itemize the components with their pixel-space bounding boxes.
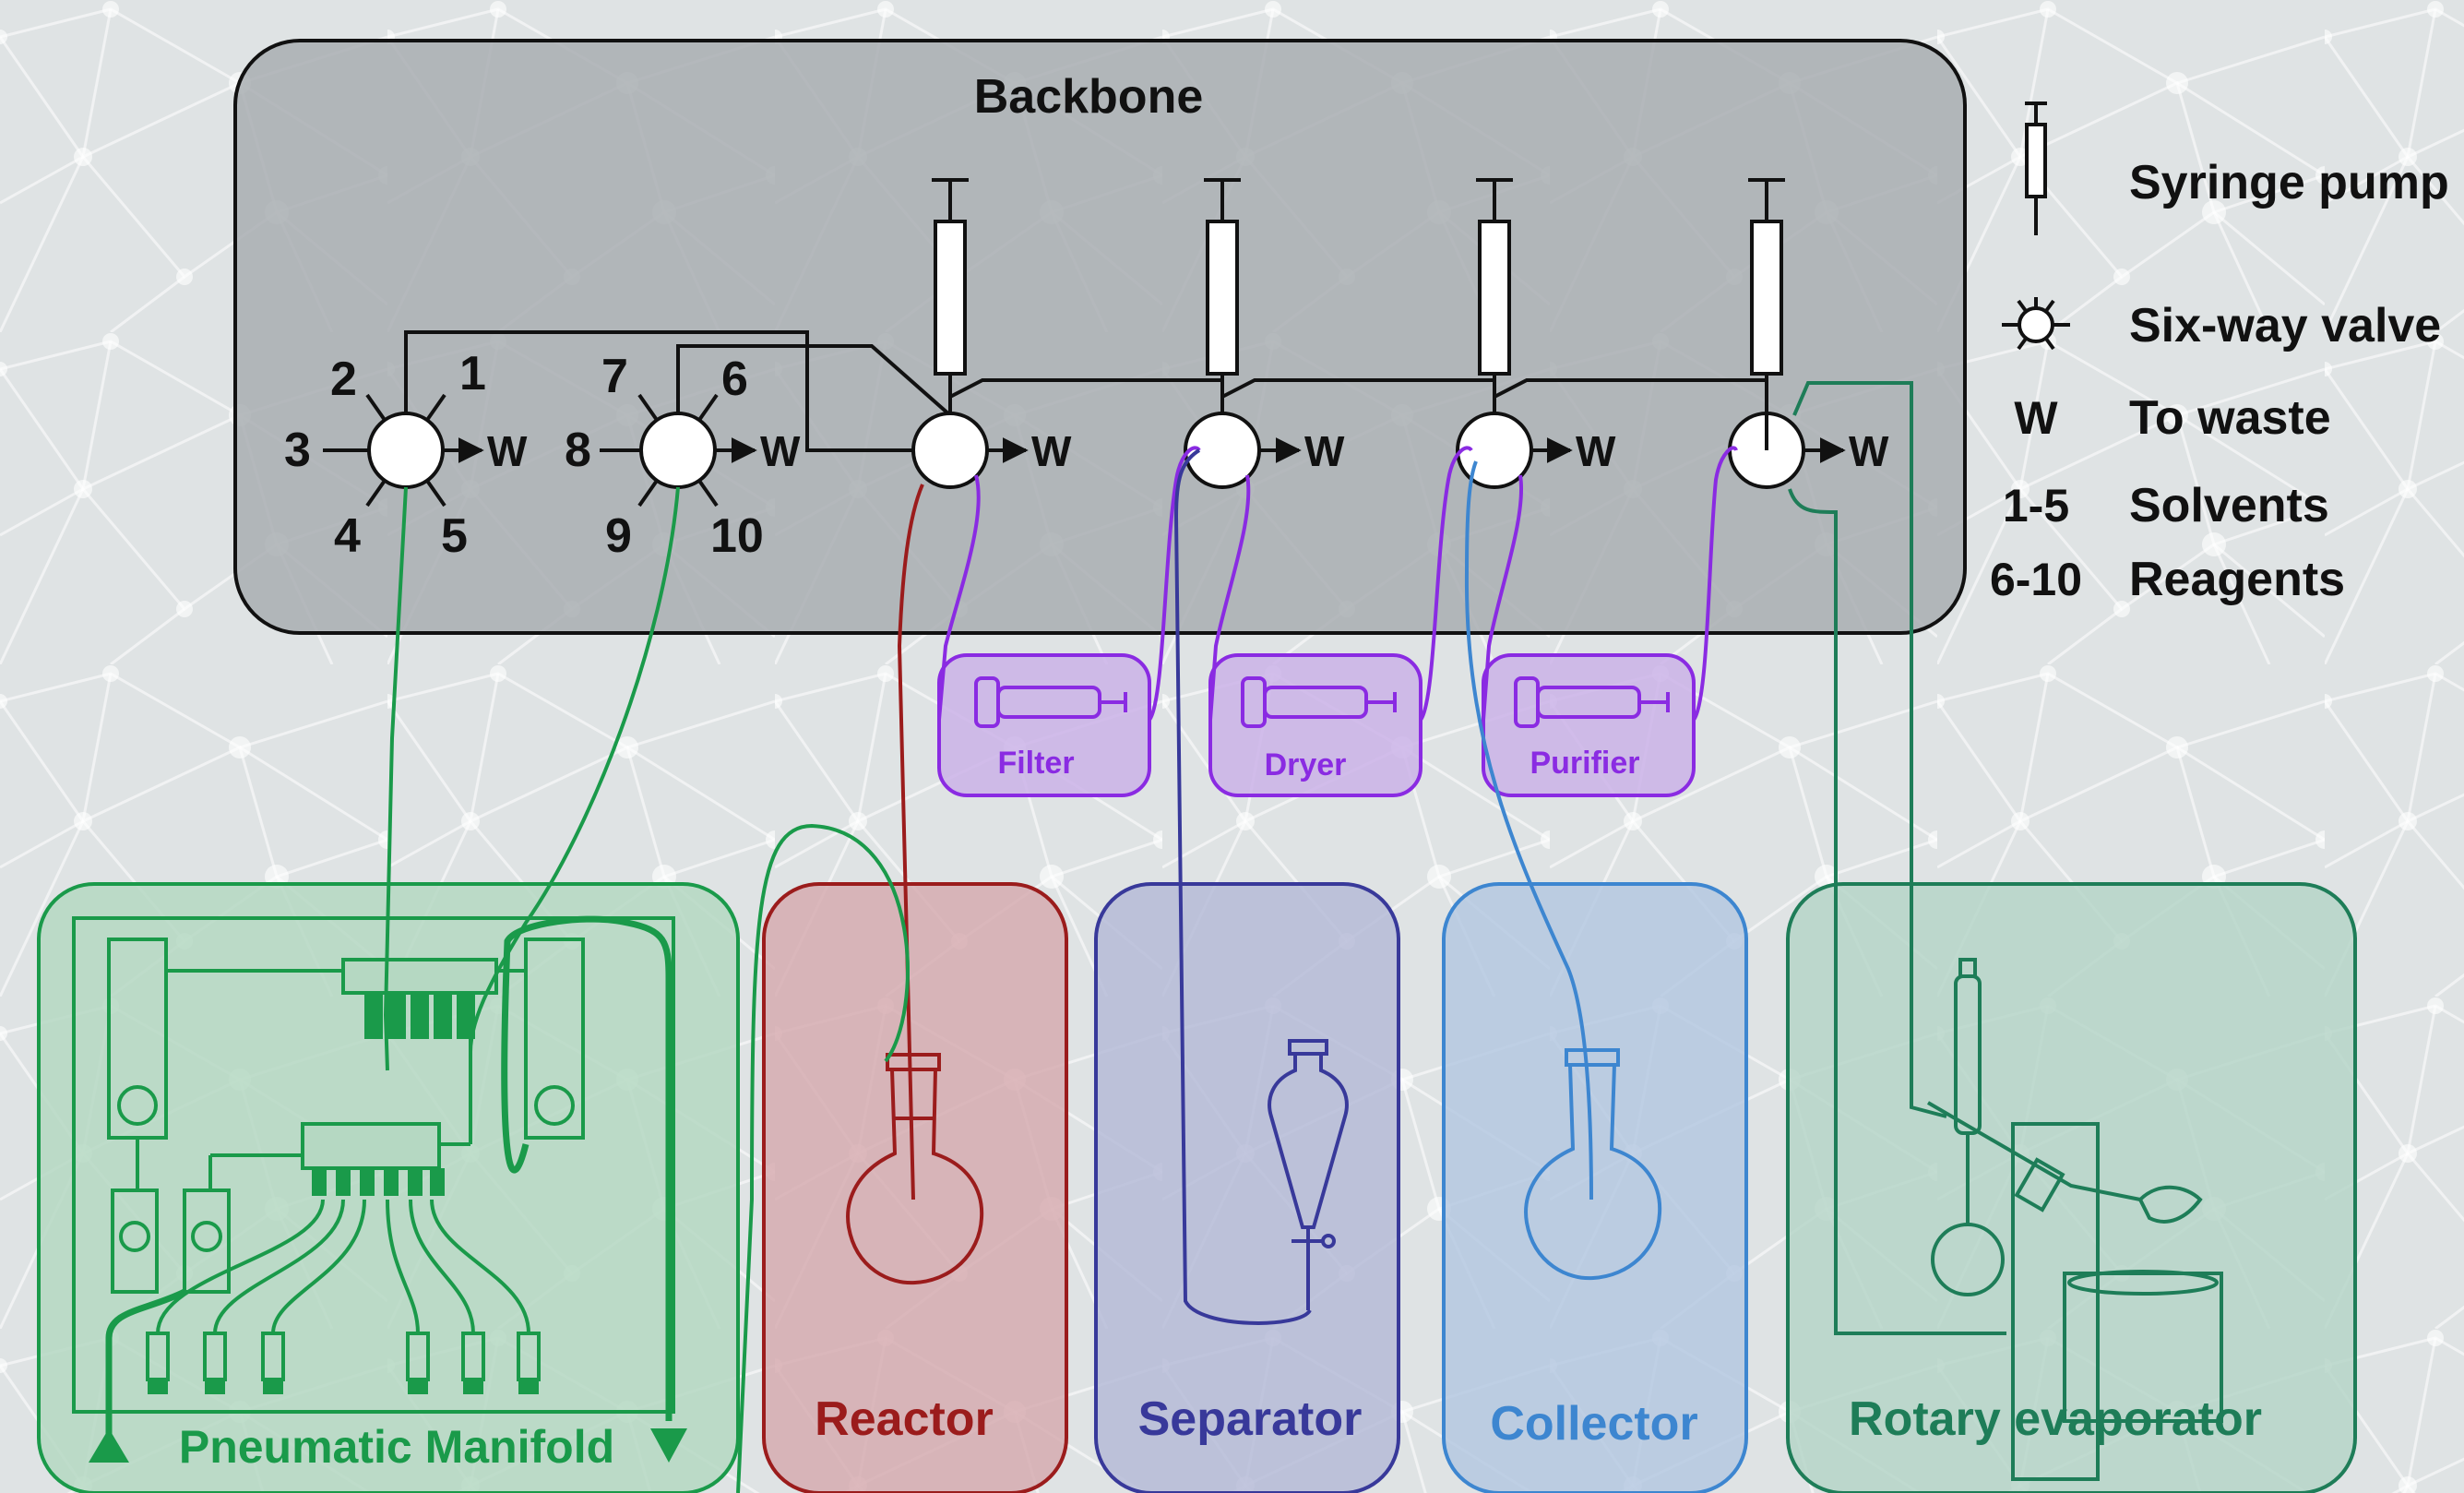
valve2-port-7: 7	[601, 350, 628, 403]
backbone-title: Backbone	[974, 70, 1204, 124]
collector-module: Collector	[1442, 882, 1748, 1493]
round-bottom-flask-icon	[846, 1053, 984, 1285]
valve1-port-3: 3	[284, 424, 311, 477]
manifold-solenoids	[89, 993, 687, 1463]
syringe-pump-2	[1204, 178, 1241, 376]
reactor-module: Reactor	[762, 882, 1068, 1493]
dryer-icon	[1241, 676, 1397, 728]
outlet-arrow-icon	[650, 1428, 687, 1463]
valve2-waste: W	[760, 427, 801, 475]
purifier-label: Purifier	[1530, 746, 1639, 781]
legend-solvents-label: Solvents	[2129, 479, 2329, 532]
valve-3	[911, 412, 1029, 489]
legend-solvents-key: 1-5	[2003, 480, 2069, 532]
pneumatic-manifold-label: Pneumatic Manifold	[179, 1421, 614, 1473]
valve6-waste: W	[1849, 427, 1889, 475]
legend-valve-label: Six-way valve	[2129, 299, 2441, 352]
purifier-module: Purifier	[1482, 653, 1696, 797]
valve3-waste: W	[1031, 427, 1072, 475]
rotary-evaporator-label: Rotary evaporator	[1849, 1392, 2262, 1446]
dryer-label: Dryer	[1265, 747, 1347, 782]
valve1-waste: W	[487, 427, 528, 475]
valve5-waste: W	[1576, 427, 1616, 475]
valve1-port-1: 1	[459, 347, 486, 400]
legend-syringe-label: Syringe pump	[2129, 156, 2449, 209]
valve2-port-8: 8	[565, 424, 591, 477]
purple-tubing	[937, 446, 1738, 722]
separator-label: Separator	[1138, 1392, 1363, 1446]
collection-flask-icon	[1524, 1048, 1662, 1281]
filter-module: Filter	[937, 653, 1151, 797]
reactor-label: Reactor	[815, 1392, 994, 1446]
valve-4	[1184, 412, 1302, 489]
valve4-waste: W	[1304, 427, 1345, 475]
syringe-pump-icon	[2025, 102, 2047, 235]
valve-2	[600, 389, 757, 508]
separator-module: Separator	[1094, 882, 1400, 1493]
dryer-module: Dryer	[1208, 653, 1422, 797]
backbone-tubing	[404, 330, 1768, 452]
syringe-pump-4	[1748, 178, 1785, 376]
purifier-icon	[1514, 676, 1670, 728]
legend-waste-label: To waste	[2129, 391, 2331, 445]
valve1-port-4: 4	[334, 509, 361, 563]
filter-label: Filter	[997, 746, 1074, 781]
filter-icon	[974, 676, 1127, 728]
legend-reagents-key: 6-10	[1990, 554, 2082, 605]
valve2-port-10: 10	[710, 509, 764, 563]
collector-label: Collector	[1490, 1397, 1697, 1451]
valve2-port-9: 9	[605, 509, 632, 563]
syringe-pump-3	[1476, 178, 1513, 376]
valve1-port-5: 5	[441, 509, 468, 563]
valve1-port-2: 2	[330, 352, 357, 406]
syringe-pump-1	[932, 178, 969, 376]
rotary-evaporator-icon	[1926, 958, 2223, 1481]
rotary-evaporator-module: Rotary evaporator	[1786, 882, 2357, 1493]
legend: Syringe pump Six-way valve W To waste 1-…	[1990, 102, 2449, 606]
module-tubing	[383, 381, 2006, 1493]
legend-waste-symbol: W	[2014, 392, 2058, 444]
valve-5	[1456, 412, 1573, 489]
inlet-arrow-icon	[89, 1428, 129, 1463]
manifold-schematic	[72, 915, 675, 1439]
separatory-funnel-icon	[1268, 1039, 1349, 1310]
valve2-port-6: 6	[721, 352, 748, 406]
six-way-valve-icon	[2002, 297, 2070, 351]
legend-reagents-label: Reagents	[2129, 553, 2345, 606]
backbone-panel	[233, 39, 1967, 635]
pneumatic-manifold-module: Pneumatic Manifold	[37, 882, 740, 1493]
